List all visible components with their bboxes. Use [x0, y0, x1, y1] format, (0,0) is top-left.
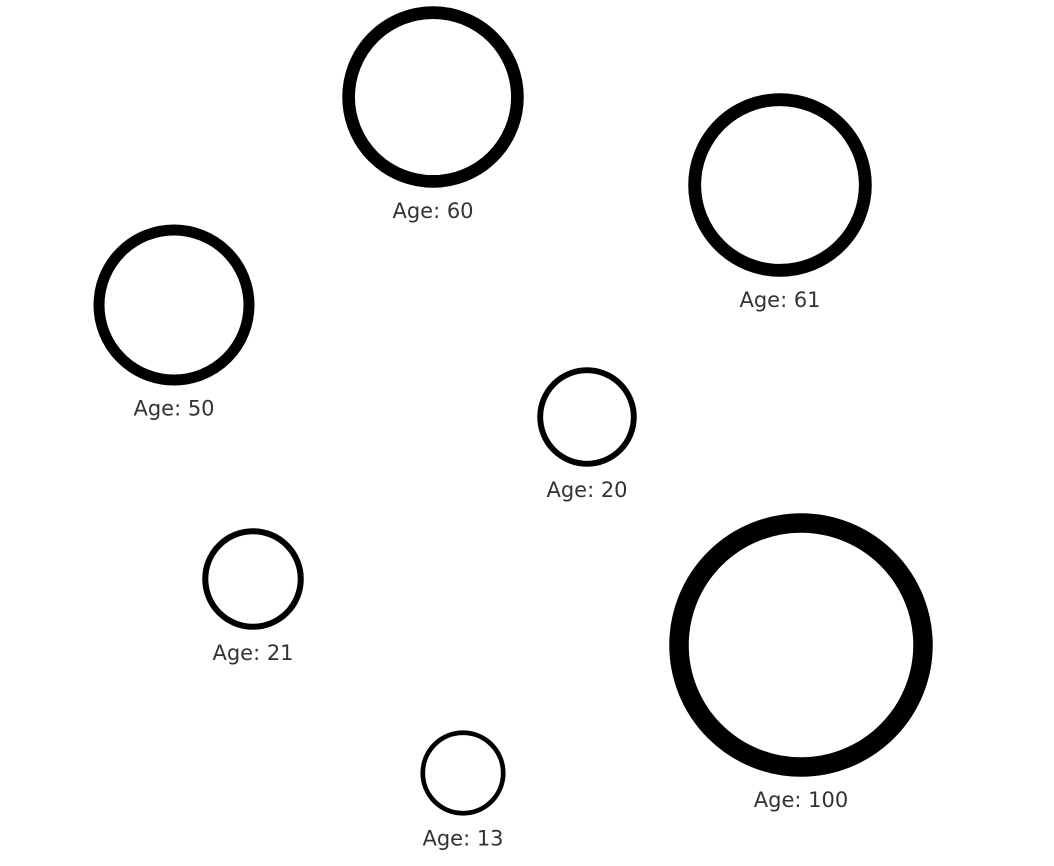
bubble-label-age-100: Age: 100 [754, 788, 848, 812]
bubble-age-61 [688, 93, 872, 277]
bubble-label-age-20: Age: 20 [546, 478, 627, 502]
bubble-age-50 [93, 224, 255, 386]
bubbles-group [93, 6, 933, 816]
bubble-label-age-50: Age: 50 [133, 397, 214, 421]
bubble-age-20 [537, 367, 637, 467]
bubble-label-age-21: Age: 21 [212, 641, 293, 665]
bubble-age-60 [342, 6, 524, 188]
bubble-age-21 [202, 528, 304, 630]
bubble-label-age-13: Age: 13 [422, 827, 503, 851]
bubble-label-age-61: Age: 61 [739, 288, 820, 312]
bubble-label-age-60: Age: 60 [392, 199, 473, 223]
labels-group: Age: 60 Age: 61 Age: 50 Age: 20 Age: 21 Age: … [133, 199, 848, 851]
bubble-age-13 [420, 730, 506, 816]
bubble-age-100 [669, 513, 933, 777]
